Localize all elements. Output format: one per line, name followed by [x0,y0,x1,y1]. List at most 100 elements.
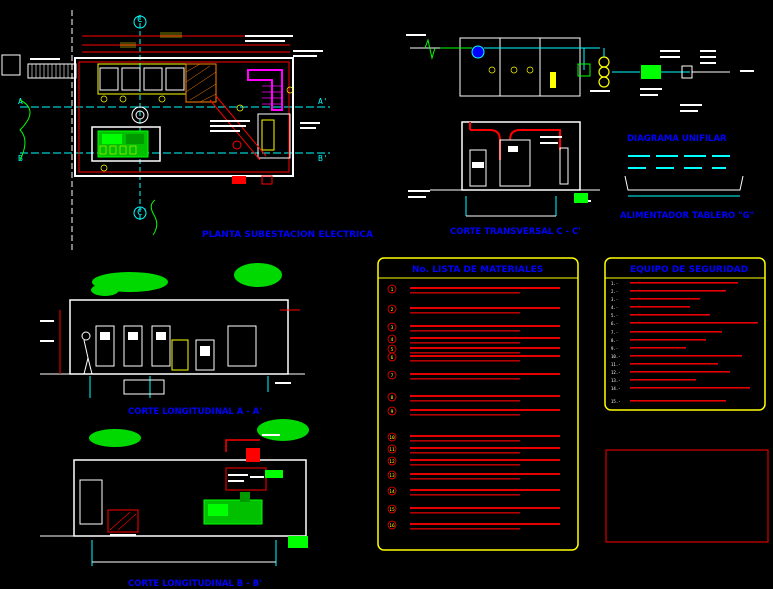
safety-item-text [630,322,758,324]
materials-item-text [410,400,520,402]
safety-item-number: 6.- [611,321,618,326]
longitudinal-section-a: CORTE LONGITUDINAL A - A' [40,263,305,417]
cut-a-title: CORTE LONGITUDINAL A - A' [128,407,262,417]
materials-item-number: 6 [391,355,394,361]
materials-item-number: 12 [389,459,395,465]
safety-item-text [630,339,706,341]
safety-title: EQUIPO DE SEGURIDAD [630,265,748,275]
materials-item-marker [387,432,397,442]
materials-item-number: 11 [389,447,395,453]
materials-item-number: 13 [389,473,395,479]
materials-item-number: 16 [389,523,395,529]
longitudinal-section-b: CORTE LONGITUDINAL B - B' [40,419,309,589]
plan-title: PLANTA SUBESTACION ELECTRICA [202,230,373,240]
materials-item-number: 7 [391,373,394,379]
safety-item-number: 3.- [611,297,618,302]
materials-item-text [410,494,520,496]
materials-item-text [410,512,520,514]
materials-title: No. LISTA DE MATERIALES [412,265,543,275]
materials-item-text [410,330,520,332]
materials-item-text [410,435,560,437]
materials-item-text [410,337,560,339]
unifilar-title: DIAGRAMA UNIFILAR [627,134,727,144]
materials-item-text [410,528,520,530]
safety-item-number: 14.- [611,386,621,391]
materials-item-marker [387,456,397,466]
materials-item-marker [387,504,397,514]
marker-a: A [18,97,23,106]
materials-item-text [410,409,560,411]
materials-item-text [410,507,560,509]
materials-item-text [410,373,560,375]
safety-item-text [630,306,690,308]
svg-text:C: C [137,15,142,25]
materials-item-text [410,312,520,314]
safety-item-text [630,371,730,373]
materials-item-marker [387,520,397,530]
materials-item-marker [387,486,397,496]
materials-item-text [410,395,560,397]
safety-item-text [630,355,742,357]
materials-item-marker [387,284,397,294]
safety-item-text [630,331,722,333]
safety-item-number: 9.- [611,346,618,351]
materials-item-number: 8 [391,395,394,401]
marker-a2: A' [318,97,328,106]
materials-item-text [410,378,520,380]
materials-item-text [410,478,520,480]
cross-section-c: CORTE TRANSVERSAL C - C' [408,121,600,237]
safety-item-number: 4.- [611,305,618,310]
safety-item-text [630,379,696,381]
safety-item-text [630,290,726,292]
safety-item-number: 11.- [611,362,621,367]
materials-item-text [410,459,560,461]
materials-item-text [410,464,520,466]
materials-item-marker [387,304,397,314]
safety-item-number: 5.- [611,313,618,318]
materials-item-marker [387,444,397,454]
safety-item-text [630,298,700,300]
materials-item-number: 5 [391,347,394,353]
materials-item-number: 2 [391,307,394,313]
materials-item-text [410,292,520,294]
materials-item-text [410,473,560,475]
safety-item-number: 15.- [611,399,621,404]
materials-list-panel: No. LISTA DE MATERIALES 1234567891011121… [377,257,579,551]
materials-item-text [410,360,520,362]
materials-item-number: 10 [389,435,395,441]
materials-item-text [410,342,520,344]
plan-marker-c [133,15,147,29]
safety-item-number: 13.- [611,378,621,383]
safety-item-text [630,347,686,349]
materials-item-marker [387,370,397,380]
plan-marker-c2 [133,206,147,220]
safety-item-number: 7.- [611,330,618,335]
svg-text:C': C' [137,208,148,218]
materials-item-text [410,447,560,449]
materials-item-text [410,307,560,309]
materials-item-text [410,287,560,289]
safety-rows: 1.-2.-3.-4.-5.-6.-7.-8.-9.-10.-11.-12.-1… [611,281,758,404]
materials-item-text [410,489,560,491]
materials-item-marker [387,392,397,402]
title-block [605,449,769,543]
safety-item-text [630,400,726,402]
materials-item-text [410,347,560,349]
materials-item-marker [387,322,397,332]
materials-item-marker [387,334,397,344]
safety-item-number: 10.- [611,354,621,359]
materials-item-number: 14 [389,489,395,495]
safety-item-text [630,314,710,316]
feeder-title: ALIMENTADOR TABLERO "G" [620,211,754,221]
safety-equipment-panel: EQUIPO DE SEGURIDAD 1.-2.-3.-4.-5.-6.-7.… [604,257,766,411]
materials-item-number: 3 [391,325,394,331]
materials-item-number: 15 [389,507,395,513]
materials-item-marker [387,352,397,362]
safety-item-text [630,387,750,389]
materials-item-number: 9 [391,409,394,415]
cut-c-title: CORTE TRANSVERSAL C - C' [450,227,581,237]
single-line-diagram: DIAGRAMA UNIFILAR ALIMENTADOR TABLERO "G… [406,34,754,221]
materials-item-text [410,414,520,416]
